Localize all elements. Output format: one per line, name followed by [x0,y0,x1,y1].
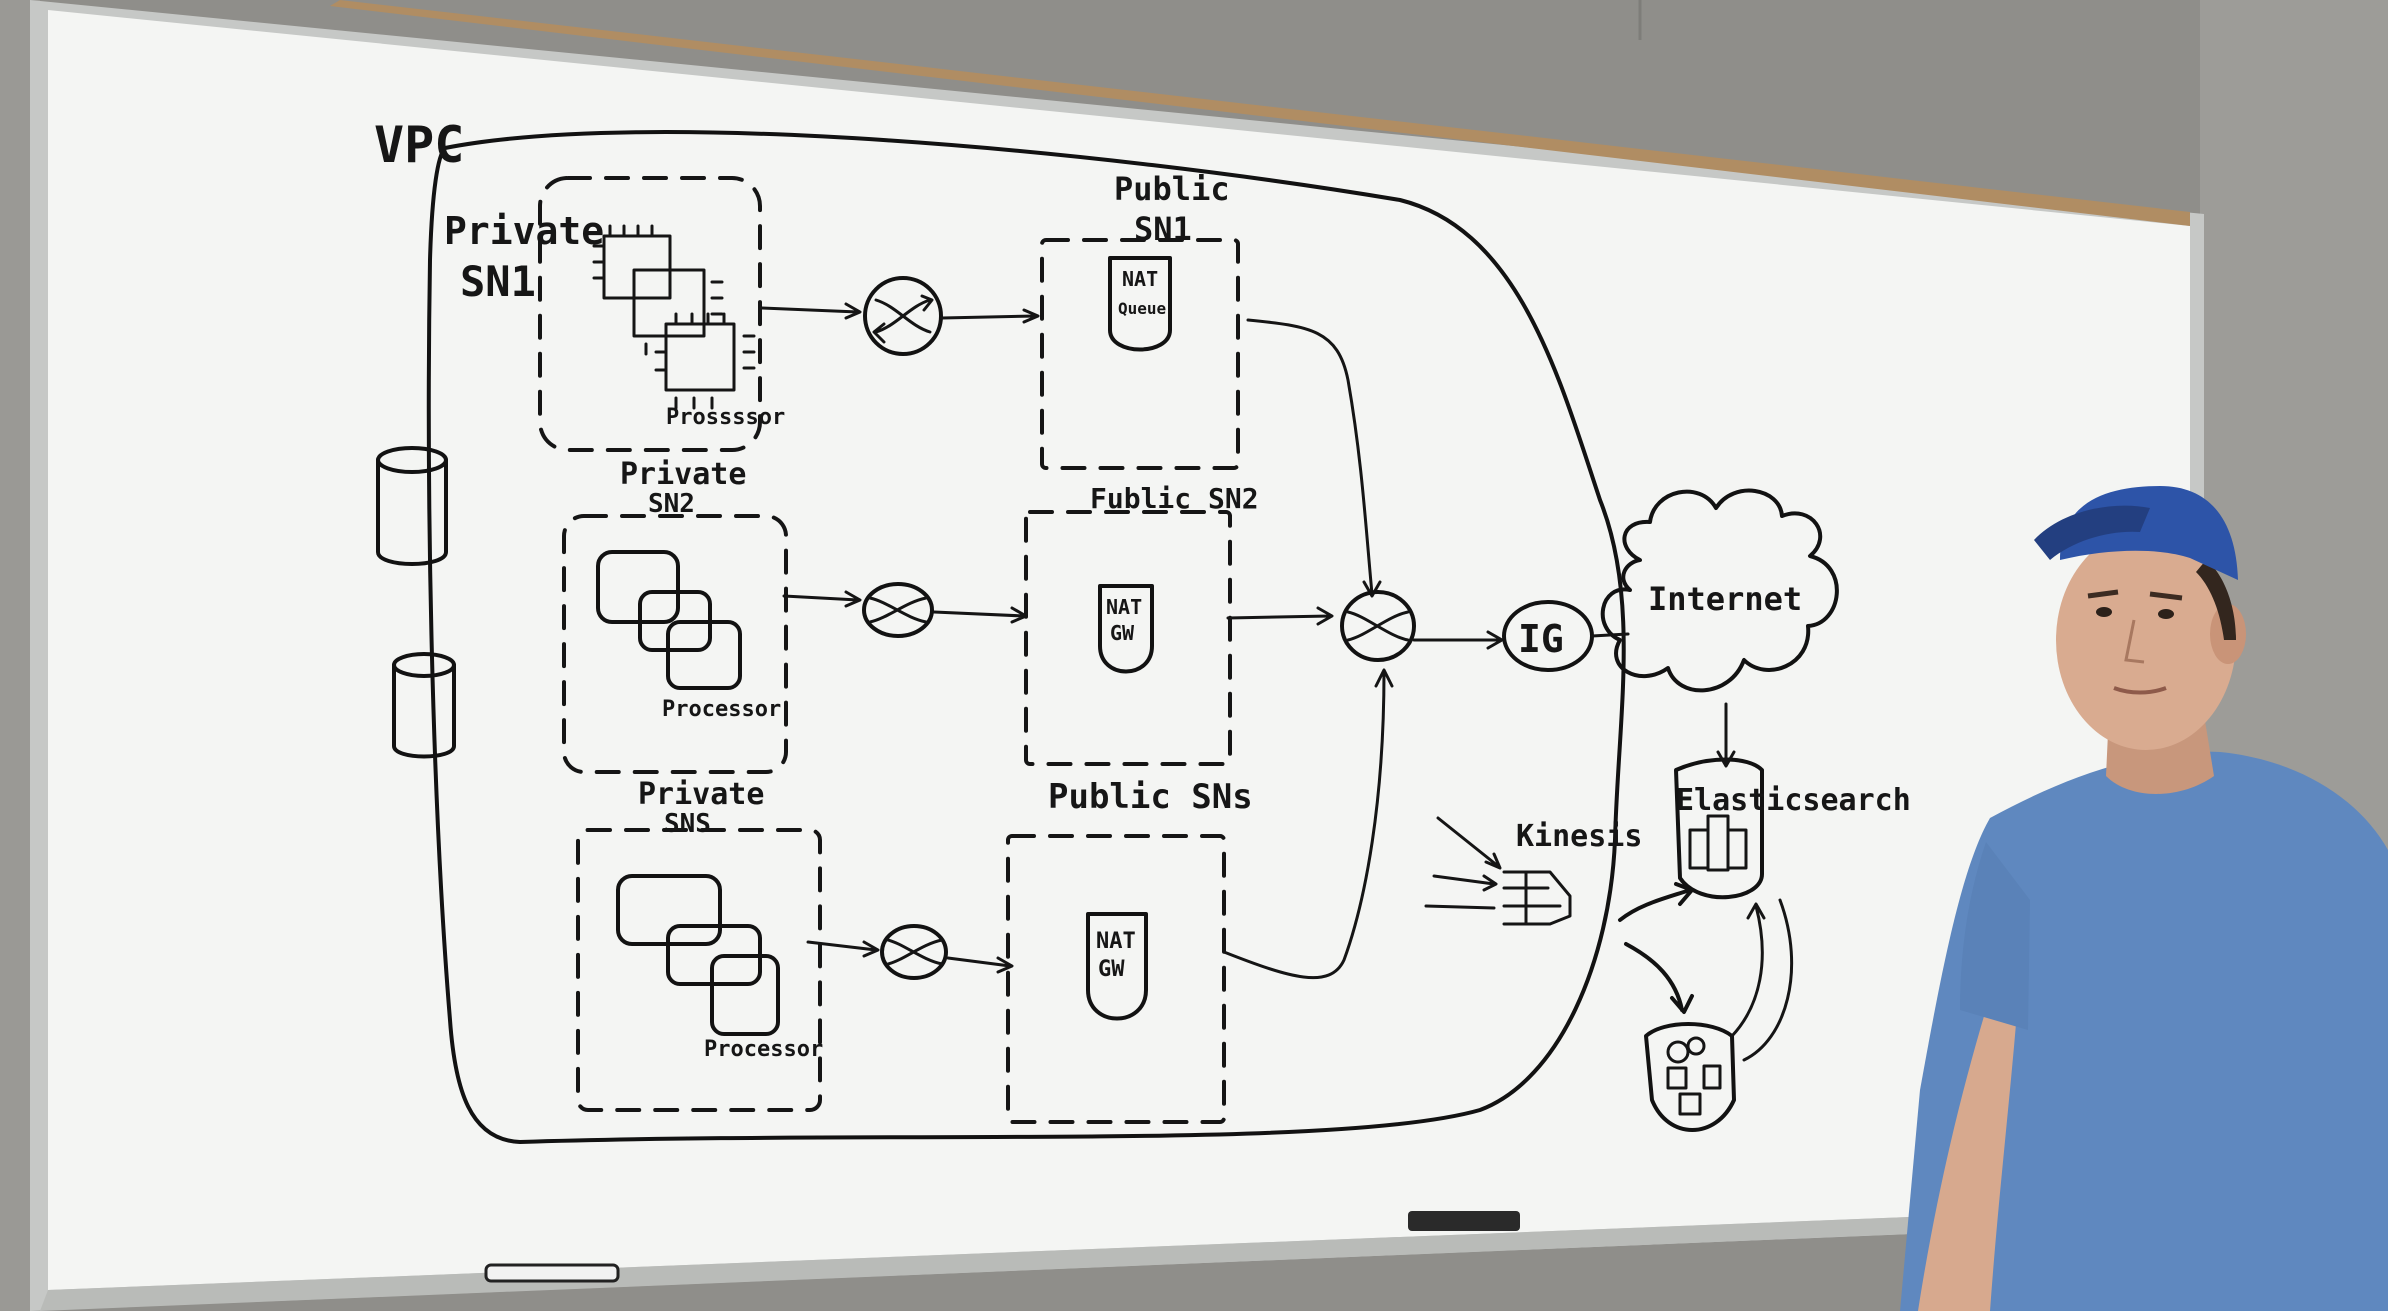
hair [2196,560,2236,640]
nat-gw-label-2: NAT [1106,595,1142,619]
marker-tray [40,1206,2200,1311]
router-icon-3 [880,924,948,980]
processor-label-1: Prossssor [666,405,785,430]
vpc-label: VPC [374,116,464,174]
private-sn3-box [576,828,822,1112]
arrow-internet-elasticsearch [1716,702,1736,768]
private-sn3-label: Private [638,777,764,812]
arrow-bucket-elasticsearch [1730,898,1794,1062]
nat-queue-icon [1108,256,1172,352]
ig-label: IG [1518,617,1564,661]
router-icon-1 [863,276,943,356]
arrow-router1-nat1 [940,308,1040,324]
nose [2124,619,2145,664]
arrow-nat3-router-central [1222,668,1394,980]
face [2056,530,2236,750]
arrow-psn1-router1 [760,302,862,320]
eye-right [2158,609,2174,619]
elasticsearch-label: Elasticsearch [1676,783,1911,818]
nat-gw-label-3b: GW [1098,957,1125,982]
public-sn3-label: Public SNs [1048,777,1253,817]
arrow-psn2-router2 [782,590,862,608]
cap-brim [2034,505,2150,560]
database-icon-bottom [392,652,456,759]
nat-queue-label-2: Queue [1118,299,1166,318]
private-sn2-box [562,514,788,774]
public-sn1-box [1040,238,1240,470]
bucket-icon [1644,1022,1736,1132]
whiteboard-surface [48,10,2190,1290]
arrow-kinesis-bucket [1624,942,1694,1014]
private-sn1-box [538,176,762,452]
arrow-kinesis-elasticsearch [1618,882,1694,922]
processor-stack-icon-3 [616,874,780,1036]
nat-gw-label-3: NAT [1096,929,1136,954]
nat-gw-label-2b: GW [1110,621,1135,645]
arrow-router-central-ig [1412,630,1504,650]
arrow-nat1-router-central [1246,318,1382,598]
processor-label-3: Processor [704,1037,823,1062]
private-sn2-label: Private [620,457,746,492]
kinesis-label: Kinesis [1516,819,1642,854]
nat-gw-icon-2 [1098,584,1154,674]
processor-chip-icon-group [592,224,756,410]
vpc-boundary [426,130,1626,1144]
kinesis-icon [1502,870,1572,926]
elasticsearch-inner-icon [1688,814,1748,872]
mouth [2113,686,2167,695]
processor-stack-icon-2 [596,550,742,690]
public-sn1-label: Public [1114,170,1230,208]
arrow-nat2-router-central [1226,606,1334,626]
private-sn2-label-2: SN2 [648,489,695,519]
router-icon-central [1340,590,1416,662]
internet-cloud-icon [1600,488,1839,693]
eraser [1408,1211,1520,1231]
eye-left [2096,607,2112,617]
kinesis-input-arrows [1424,816,1502,910]
bucket-inner-icon [1666,1036,1722,1116]
left-sleeve [1960,842,2030,1030]
private-sn3-label-2: SNS [664,809,711,839]
private-sn1-label: Private [444,209,604,253]
public-sn2-box [1024,510,1232,766]
public-sn3-box [1006,834,1226,1124]
presenter-person [1900,486,2388,1311]
arrow-psn3-router3 [806,940,880,958]
internet-label: Internet [1648,580,1802,618]
public-sn1-label-2: SN1 [1134,210,1192,248]
whiteboard-top-trim [330,0,2190,226]
marker-in-tray [484,1263,620,1283]
database-icon-top [376,446,448,566]
router-icon-2 [862,582,934,638]
processor-label-2: Processor [662,697,781,722]
eyebrows [2087,589,2183,601]
nat-queue-label: NAT [1122,267,1158,291]
private-sn1-label-2: SN1 [460,257,536,306]
left-arm [1918,980,2018,1311]
arrow-router3-nat3 [946,956,1014,974]
elasticsearch-shield-icon [1674,757,1764,900]
nat-gw-icon-3 [1086,912,1148,1021]
public-sn2-label: Fublic SN2 [1090,482,1259,515]
